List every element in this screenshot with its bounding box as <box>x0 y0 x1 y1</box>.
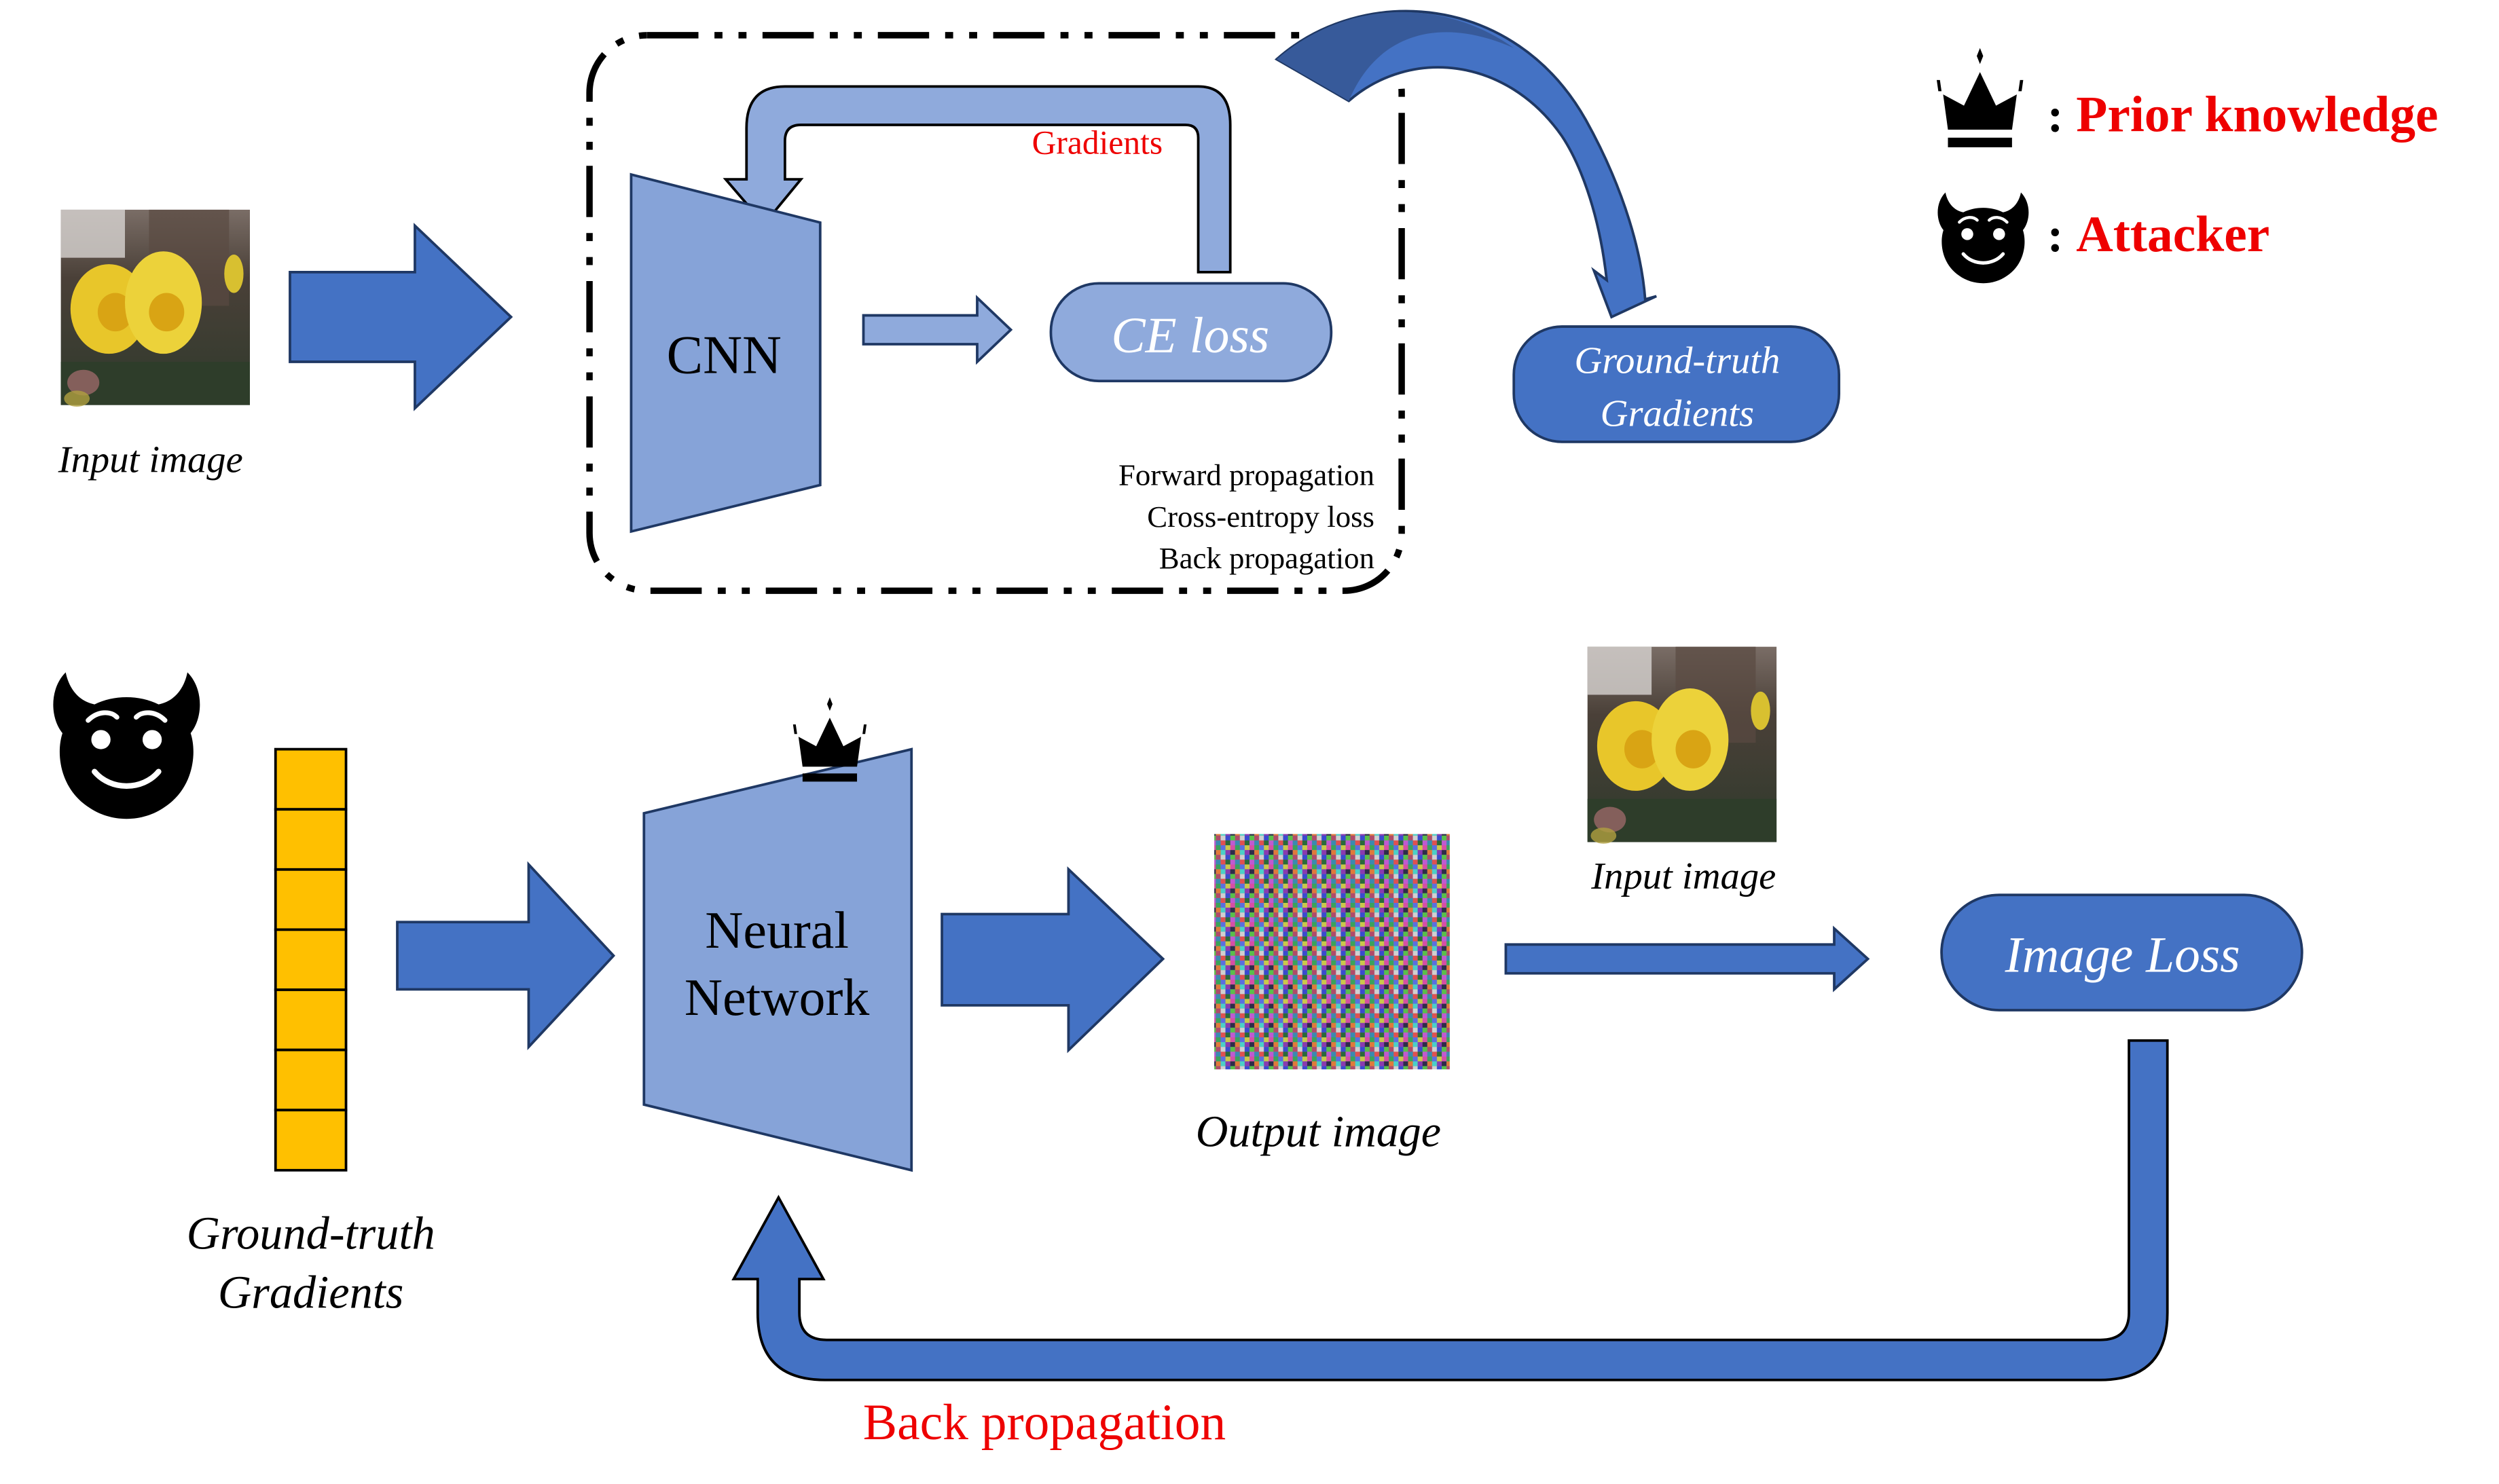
gradients-feedback-arrow <box>723 85 1232 274</box>
legend-item-prior-knowledge: : Prior knowledge <box>1937 48 2438 147</box>
arrow-network-to-output <box>941 866 1165 1054</box>
gradient-vector-cell <box>274 808 348 871</box>
arrow-gradients-to-network <box>396 861 616 1051</box>
legend-item-attacker: : Attacker <box>1937 192 2269 283</box>
crown-icon <box>1937 48 2024 147</box>
neural-network-block <box>642 747 913 1172</box>
ground-truth-label-line1: Ground-truth <box>187 1207 435 1259</box>
note-back-propagation: Back propagation <box>1159 541 1374 575</box>
input-image-top-label: Input image <box>58 439 243 481</box>
cnn-label: CNN <box>667 325 782 385</box>
gradient-vector-cell <box>274 868 348 931</box>
devil-face-icon <box>1937 192 2028 283</box>
leak-curved-arrow-top <box>1277 12 1514 101</box>
ground-truth-node-line1: Ground-truth <box>1574 339 1780 382</box>
legend: : Prior knowledge : Attacker <box>1937 48 2438 283</box>
arrow-output-to-image-loss <box>1504 925 1870 993</box>
ce-loss-label: CE loss <box>1111 308 1269 364</box>
back-propagation-label: Back propagation <box>863 1394 1226 1451</box>
gradient-vector-cell <box>274 928 348 991</box>
gradients-label: Gradients <box>1032 124 1163 161</box>
image-loss-node <box>1940 893 2303 1012</box>
legend-separator: : <box>2047 89 2064 142</box>
gradient-vector-cell <box>274 1109 348 1172</box>
gradient-vector <box>274 747 348 1172</box>
arrow-input-to-cnn <box>289 223 513 411</box>
input-image-bottom <box>1587 646 1777 844</box>
neural-network-label-line1: Neural <box>705 901 849 959</box>
leak-curved-arrow <box>1274 10 1657 319</box>
output-image-label: Output image <box>1196 1107 1441 1156</box>
top-section: Input image Gradients CNN CE loss Forwar… <box>58 10 1840 594</box>
note-cross-entropy-loss: Cross-entropy loss <box>1147 500 1374 534</box>
ground-truth-node-line2: Gradients <box>1601 392 1754 434</box>
input-image-top <box>60 209 251 407</box>
training-process-box <box>586 32 1405 594</box>
arrow-cnn-to-ce-loss <box>862 295 1013 365</box>
gradient-vector-cell <box>274 1048 348 1112</box>
input-image-bottom-label: Input image <box>1590 855 1776 897</box>
ground-truth-label-line2: Gradients <box>218 1267 404 1318</box>
cnn-block <box>630 172 822 534</box>
legend-label-attacker: Attacker <box>2076 206 2269 263</box>
output-noise-image <box>1214 834 1450 1070</box>
note-forward-propagation: Forward propagation <box>1118 458 1374 492</box>
back-propagation-arrow <box>731 1039 2169 1381</box>
gradient-vector-cell <box>274 747 348 811</box>
legend-label-prior-knowledge: Prior knowledge <box>2076 86 2438 143</box>
devil-face-icon <box>53 672 200 819</box>
ce-loss-node <box>1049 282 1333 383</box>
image-loss-label: Image Loss <box>2005 927 2240 983</box>
bottom-section: Ground-truth Gradients Neural Network Ou… <box>53 646 2303 1451</box>
gradient-vector-cell <box>274 988 348 1052</box>
legend-separator: : <box>2047 209 2064 262</box>
neural-network-label-line2: Network <box>685 968 869 1026</box>
ground-truth-gradients-node <box>1512 325 1840 443</box>
